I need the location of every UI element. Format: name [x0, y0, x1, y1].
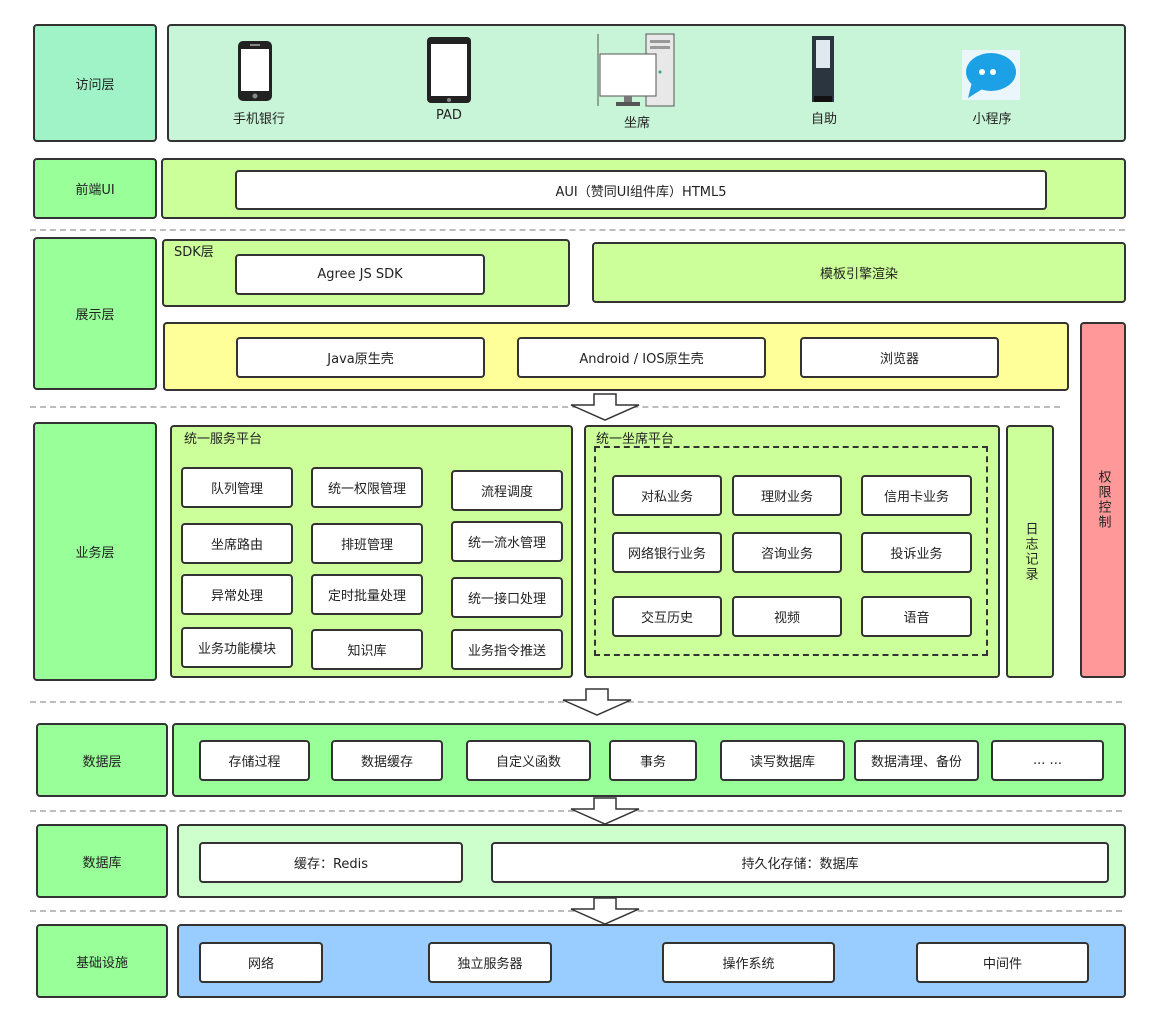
layer-label-presentation: 展示层 [33, 237, 157, 390]
seat-item-wealth: 理财业务 [732, 475, 842, 516]
unified-service-platform: 统一服务平台 队列管理 统一权限管理 流程调度 坐席路由 排班管理 统一流水管理… [170, 425, 573, 678]
seat-item-voice: 语音 [861, 596, 972, 637]
sdk-panel-title: SDK层 [174, 245, 214, 260]
device-label-pad: PAD [436, 108, 462, 123]
data-layer-panel: 存储过程 数据缓存 自定义函数 事务 读写数据库 数据清理、备份 ... ... [172, 723, 1126, 797]
seat-platform-dashed-group: 对私业务 理财业务 信用卡业务 网络银行业务 咨询业务 投诉业务 交互历史 视频… [594, 446, 988, 656]
infra-item-middleware: 中间件 [916, 942, 1089, 983]
device-label-seat: 坐席 [623, 116, 650, 131]
seat-item-private: 对私业务 [612, 475, 722, 516]
data-item-rw-db: 读写数据库 [720, 740, 845, 781]
desktop-computer-icon [596, 32, 678, 108]
down-arrow-icon [562, 688, 632, 716]
data-item-cleanup: 数据清理、备份 [854, 740, 979, 781]
layer-label-business: 业务层 [33, 422, 157, 681]
permission-control-panel: 权限控制 [1080, 322, 1126, 678]
service-item-permission: 统一权限管理 [311, 467, 423, 508]
tablet-icon [426, 36, 472, 104]
java-shell-box: Java原生壳 [236, 337, 485, 378]
layer-label-presentation-text: 展示层 [75, 308, 115, 323]
service-item-queue: 队列管理 [181, 467, 293, 508]
layer-label-database: 数据库 [36, 824, 168, 898]
seat-item-video: 视频 [732, 596, 842, 637]
seat-platform-title: 统一坐席平台 [596, 432, 675, 447]
service-platform-title: 统一服务平台 [184, 432, 263, 447]
template-engine-text: 模板引擎渲染 [819, 267, 898, 282]
down-arrow-icon [570, 393, 640, 421]
service-item-batch: 定时批量处理 [311, 574, 423, 615]
service-item-flow: 统一流水管理 [451, 521, 563, 562]
permission-control-text: 权限控制 [1095, 470, 1111, 530]
sdk-panel: SDK层 Agree JS SDK [162, 239, 570, 307]
seat-item-history: 交互历史 [612, 596, 722, 637]
android-ios-shell-box: Android / IOS原生壳 [517, 337, 766, 378]
aui-component-box: AUI（赞同UI组件库）HTML5 [235, 170, 1047, 210]
service-item-process: 流程调度 [451, 470, 563, 511]
template-engine-panel: 模板引擎渲染 [592, 242, 1126, 303]
data-item-cache: 数据缓存 [331, 740, 443, 781]
db-item-redis: 缓存：Redis [199, 842, 463, 883]
mobile-phone-icon [237, 40, 273, 102]
infrastructure-panel: 网络 独立服务器 操作系统 中间件 [177, 924, 1126, 998]
separator-2 [30, 406, 1060, 408]
data-item-more: ... ... [991, 740, 1104, 781]
down-arrow-icon [570, 897, 640, 925]
infra-item-os: 操作系统 [662, 942, 835, 983]
data-item-transaction: 事务 [609, 740, 697, 781]
separator-1 [30, 229, 1125, 231]
agree-js-sdk-box: Agree JS SDK [235, 254, 485, 295]
device-label-miniprogram: 小程序 [972, 112, 1012, 127]
layer-label-database-text: 数据库 [82, 855, 122, 871]
layer-label-frontend: 前端UI [33, 158, 157, 219]
service-item-routing: 坐席路由 [181, 523, 293, 564]
kiosk-icon [810, 34, 836, 104]
shell-panel: Java原生壳 Android / IOS原生壳 浏览器 [163, 322, 1069, 391]
db-item-persistent: 持久化存储：数据库 [491, 842, 1109, 883]
service-item-scheduling: 排班管理 [311, 523, 423, 564]
device-label-selfservice: 自助 [810, 112, 837, 127]
service-item-push: 业务指令推送 [451, 629, 563, 670]
log-record-panel: 日志记录 [1006, 425, 1054, 678]
data-item-function: 自定义函数 [466, 740, 591, 781]
infra-item-server: 独立服务器 [428, 942, 552, 983]
layer-label-business-text: 业务层 [75, 546, 115, 561]
seat-item-netbank: 网络银行业务 [612, 532, 722, 573]
data-item-procedure: 存储过程 [199, 740, 310, 781]
database-panel: 缓存：Redis 持久化存储：数据库 [177, 824, 1126, 898]
infra-item-network: 网络 [199, 942, 323, 983]
seat-item-consult: 咨询业务 [732, 532, 842, 573]
down-arrow-icon [570, 797, 640, 825]
layer-label-infrastructure-text: 基础设施 [75, 955, 128, 971]
device-label-phone: 手机银行 [232, 112, 285, 127]
log-record-text: 日志记录 [1022, 521, 1038, 582]
seat-item-complaint: 投诉业务 [861, 532, 972, 573]
service-item-interface: 统一接口处理 [451, 577, 563, 618]
layer-label-data-text: 数据层 [82, 754, 122, 770]
service-item-knowledge: 知识库 [311, 629, 423, 670]
service-item-exception: 异常处理 [181, 574, 293, 615]
chat-bubble-icon [962, 50, 1020, 100]
layer-label-data: 数据层 [36, 723, 168, 797]
unified-seat-platform: 统一坐席平台 对私业务 理财业务 信用卡业务 网络银行业务 咨询业务 投诉业务 … [584, 425, 1000, 678]
layer-label-frontend-text: 前端UI [75, 183, 115, 198]
frontend-panel: AUI（赞同UI组件库）HTML5 [161, 158, 1126, 219]
seat-item-creditcard: 信用卡业务 [861, 475, 972, 516]
layer-label-access-text: 访问层 [75, 77, 115, 93]
service-item-module: 业务功能模块 [181, 627, 293, 668]
layer-label-access: 访问层 [33, 24, 157, 142]
layer-label-infrastructure: 基础设施 [36, 924, 168, 998]
access-devices-panel: 手机银行 PAD 坐席 自助 [167, 24, 1126, 142]
browser-box: 浏览器 [800, 337, 999, 378]
